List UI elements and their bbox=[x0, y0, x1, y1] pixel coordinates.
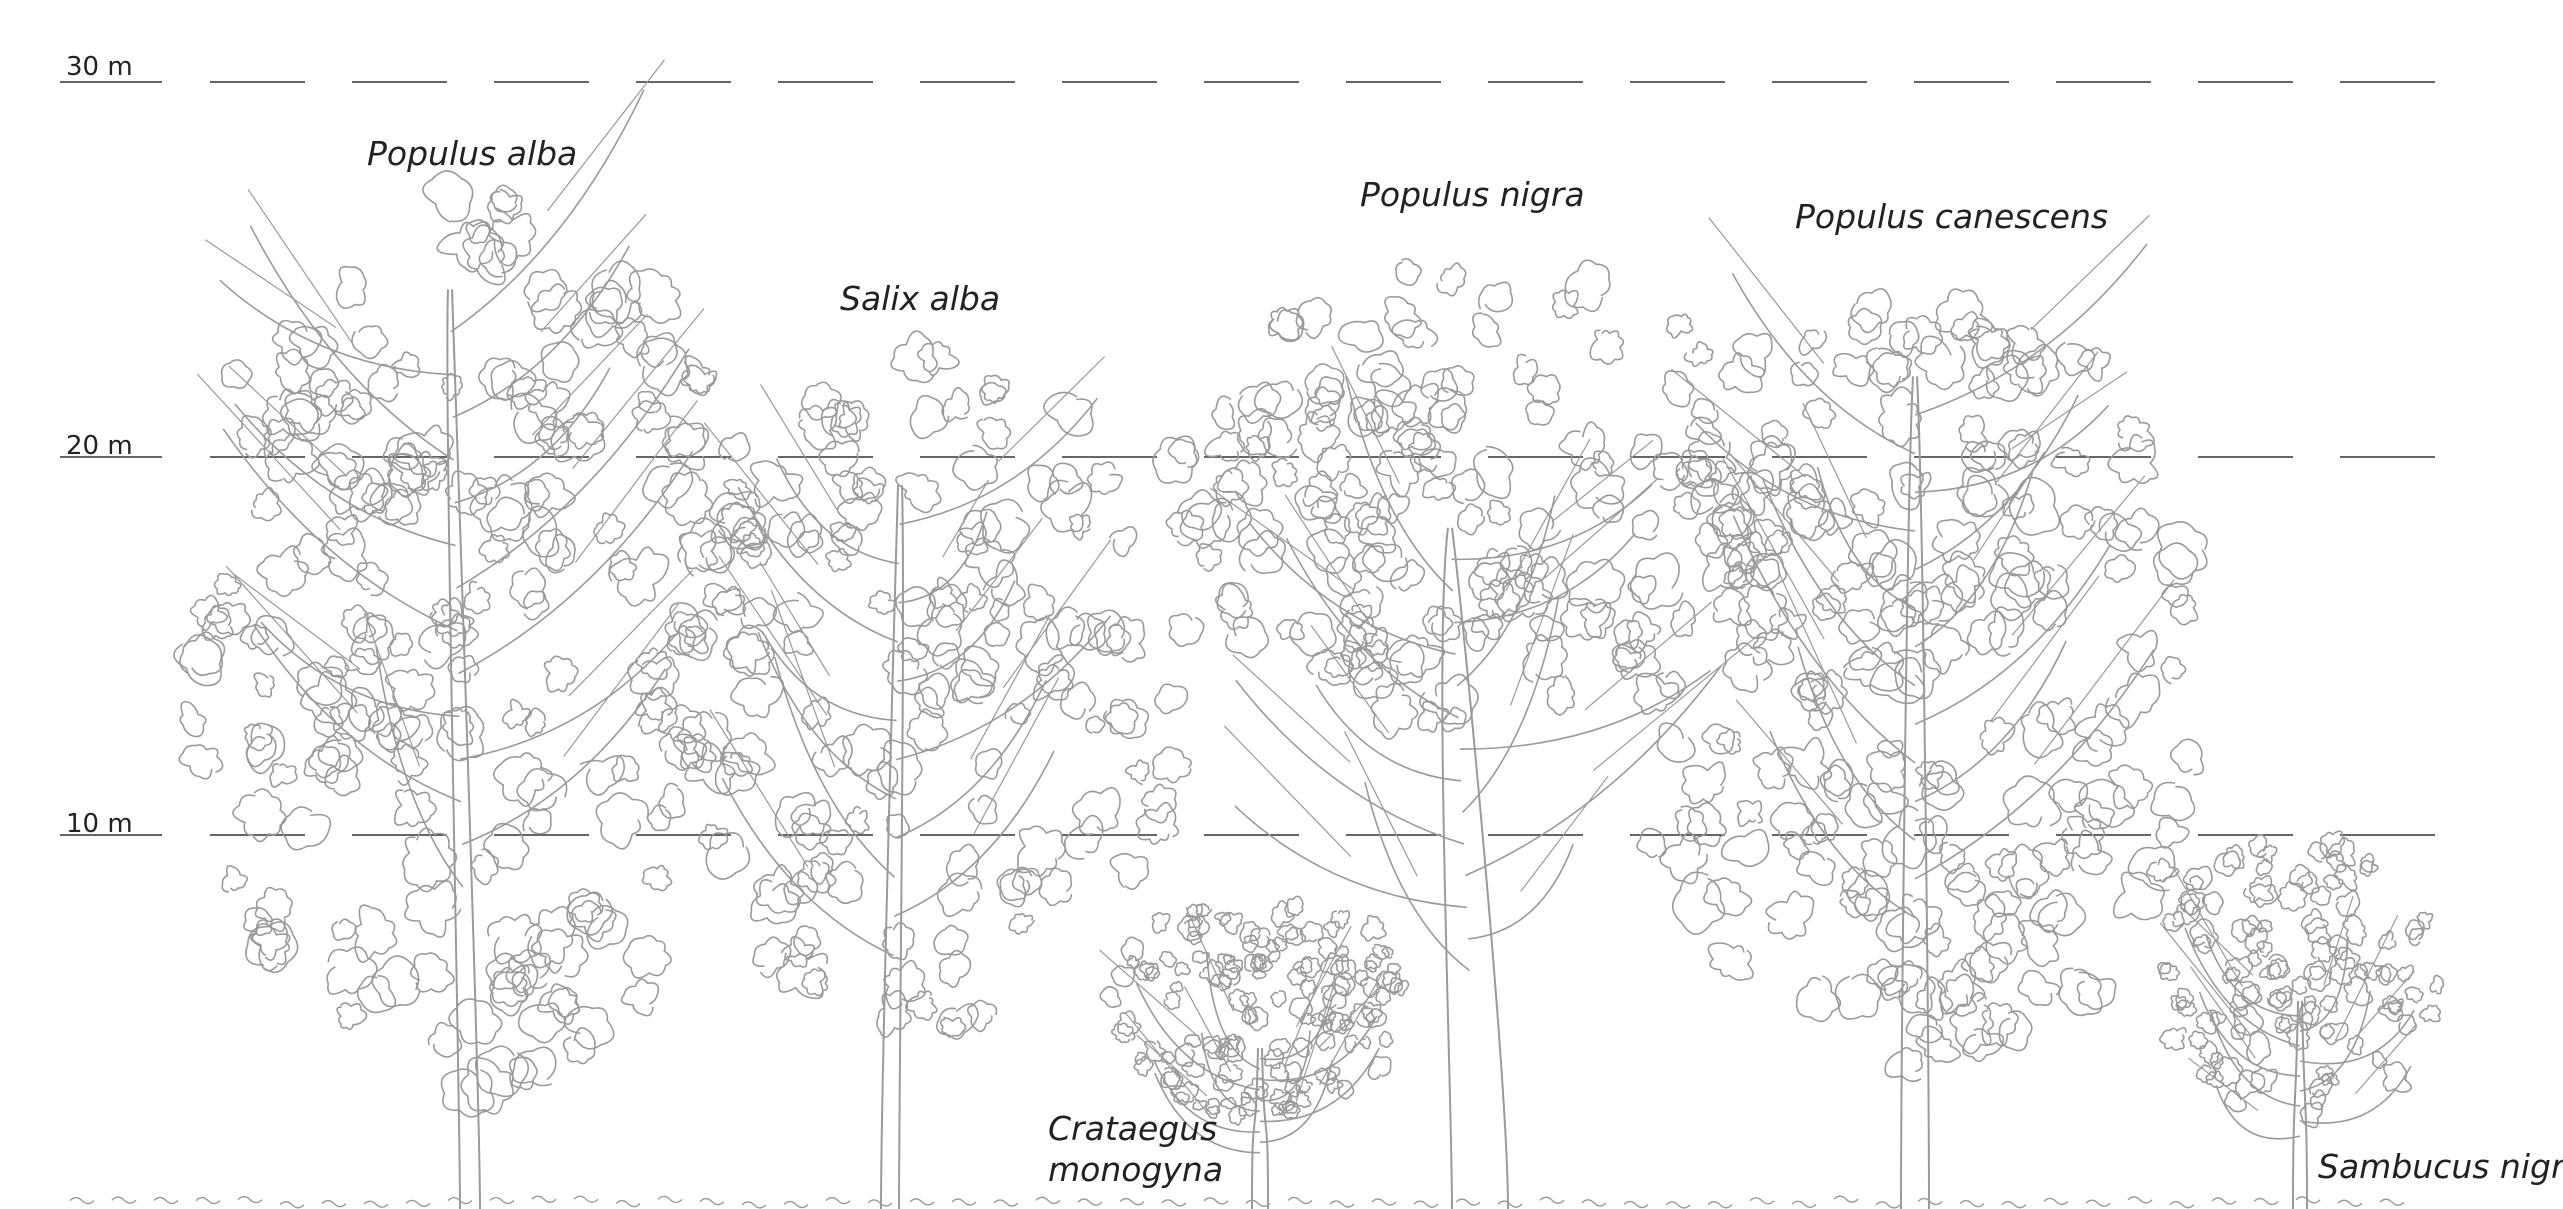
height-scale-labels: 30 m 20 m 10 m bbox=[66, 52, 133, 839]
scale-label-30m: 30 m bbox=[66, 52, 133, 82]
label-populus-nigra: Populus nigra bbox=[1360, 175, 1585, 214]
tree-populus-nigra bbox=[1153, 259, 1795, 1209]
tree-populus-alba bbox=[174, 60, 774, 1209]
scale-label-10m: 10 m bbox=[66, 809, 133, 839]
label-crataegus-monogyna-line1: Crataegus bbox=[1048, 1109, 1217, 1148]
label-salix-alba: Salix alba bbox=[840, 279, 1000, 318]
tree-populus-canescens bbox=[1612, 215, 2207, 1209]
tree-salix-alba bbox=[659, 331, 1203, 1209]
label-populus-canescens: Populus canescens bbox=[1795, 197, 2108, 236]
label-crataegus-monogyna-line2: monogyna bbox=[1048, 1150, 1223, 1189]
scale-label-20m: 20 m bbox=[66, 431, 133, 461]
label-populus-alba: Populus alba bbox=[367, 134, 577, 173]
label-sambucus-nigra: Sambucus nigra bbox=[2318, 1147, 2563, 1186]
tree-name-labels: Populus alba Salix alba Populus nigra Po… bbox=[367, 134, 2563, 1189]
ground-texture bbox=[70, 1196, 2404, 1208]
